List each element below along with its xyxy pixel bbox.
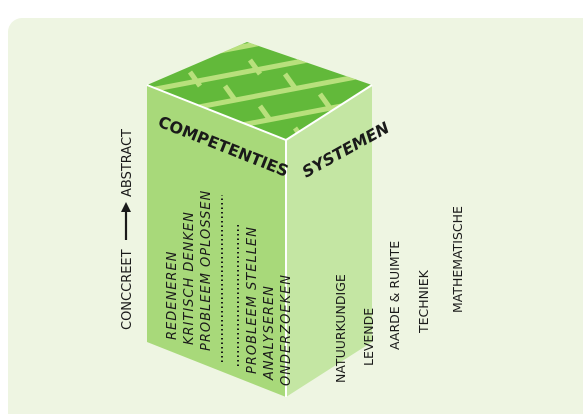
cube-left-face <box>147 85 286 397</box>
system-item-aarde-ruimte: AARDE & RUIMTE <box>387 241 402 350</box>
competency-item-onderzoeken: ONDERZOEKEN <box>279 274 294 386</box>
competency-item-analyseren: ANALYSEREN <box>262 285 277 381</box>
axis-label-abstract: ABSTRACT <box>120 129 135 197</box>
concrete-competencies-list: REDENEREN KRITISCH DENKEN PROBLEEM OPLOS… <box>165 190 214 351</box>
abstraction-axis: CONCCREET ABSTRACT <box>120 129 135 330</box>
cube-right-face <box>286 85 372 397</box>
system-item-techniek: TECHNIEK <box>416 269 431 334</box>
competency-item-probleem-oplossen: PROBLEEM OPLOSSEN <box>199 190 214 351</box>
competency-item-kritisch-denken: KRITISCH DENKEN <box>182 211 197 345</box>
competency-item-redeneren: REDENEREN <box>165 251 180 340</box>
axis-arrow-head <box>121 202 131 212</box>
competency-item-probleem-stellen: PROBLEEM STELLEN <box>245 226 260 374</box>
system-item-levende: LEVENDE <box>361 308 376 366</box>
systems-list: NATUURKUNDIGE LEVENDE AARDE & RUIMTE TEC… <box>333 206 465 383</box>
abstract-competencies-list: PROBLEEM STELLEN ANALYSEREN ONDERZOEKEN <box>245 226 294 386</box>
system-item-mathematische: MATHEMATISCHE <box>450 206 465 313</box>
cube-top-face <box>147 42 372 140</box>
system-item-natuurkundige: NATUURKUNDIGE <box>333 274 348 383</box>
axis-label-concrete: CONCCREET <box>120 249 135 330</box>
